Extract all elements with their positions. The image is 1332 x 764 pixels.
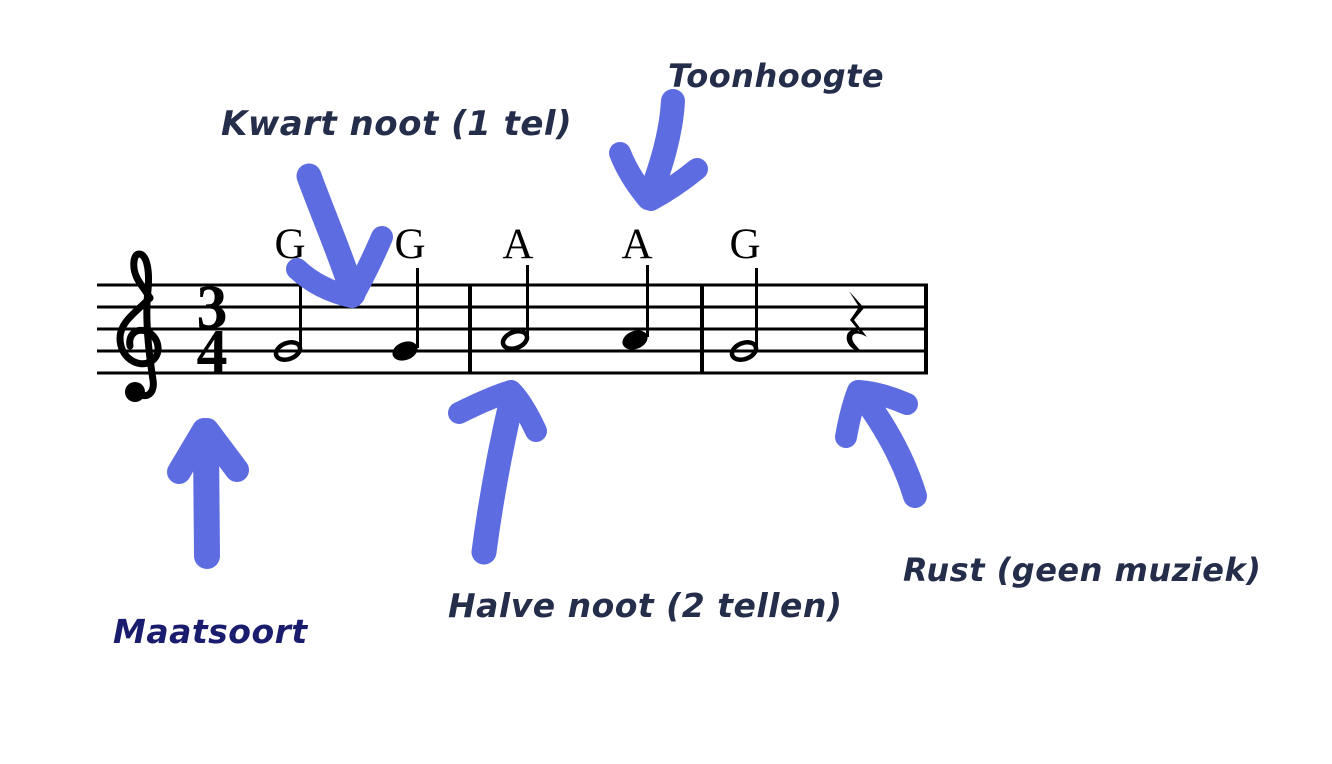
staff-lines — [97, 283, 928, 375]
note-letter-3: A — [502, 221, 533, 268]
maatsoort-label: Maatsoort — [113, 612, 308, 651]
quarter-rest-icon — [846, 291, 867, 352]
note-letter-2: G — [394, 221, 425, 268]
note-letters: G G A A G — [274, 221, 760, 268]
time-signature-top: 3 — [197, 274, 228, 342]
time-signature-bottom: 4 — [197, 318, 228, 386]
toonhoogte-label: Toonhoogte — [668, 57, 885, 95]
maatsoort-arrow-icon — [167, 418, 249, 569]
rust-label: Rust (geen muziek) — [903, 551, 1262, 589]
half-note-g3 — [729, 268, 759, 362]
note-letter-5: G — [729, 221, 760, 268]
note-letter-1: G — [274, 221, 305, 268]
kwart-noot-label: Kwart noot (1 tel) — [221, 104, 573, 144]
treble-clef-icon — [116, 250, 162, 402]
half-note-a1 — [500, 265, 530, 351]
staff: 3 4 G G A A G — [97, 221, 928, 402]
toonhoogte-arrow-icon — [609, 89, 708, 211]
half-note-g1 — [273, 268, 303, 362]
quarter-note-g2 — [392, 268, 419, 361]
note-letter-4: A — [621, 221, 652, 268]
halve-noot-label: Halve noot (2 tellen) — [448, 586, 843, 625]
time-signature: 3 4 — [197, 274, 228, 386]
quarter-note-a2 — [622, 265, 649, 350]
